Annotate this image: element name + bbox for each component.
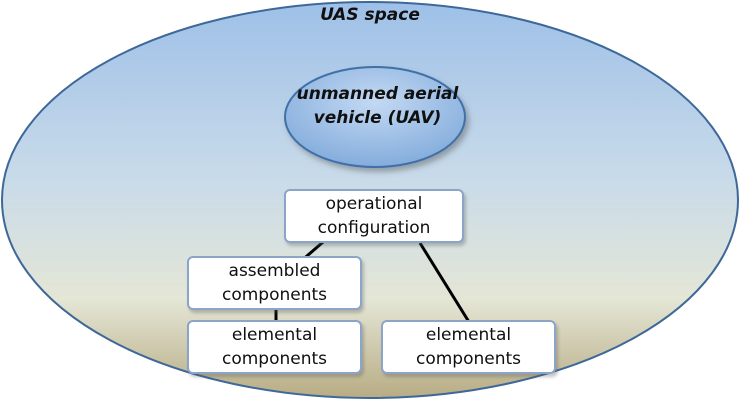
connector-operational-elemental-right [418,242,471,323]
uas-space-label: UAS space [320,5,420,25]
elemental-components-label-left: elemental components [221,325,328,369]
elemental-components-box-right: elemental components [381,320,556,374]
elemental-components-label-right: elemental components [415,325,522,369]
assembled-components-box: assembled components [187,256,362,310]
assembled-components-label: assembled components [221,261,328,305]
uav-label: unmanned aerial vehicle (UAV) [296,84,459,128]
operational-configuration-box: operational configuration [284,189,464,243]
operational-configuration-label: operational configuration [317,194,431,238]
uav-ellipse [284,66,466,168]
elemental-components-box-left: elemental components [187,320,362,374]
